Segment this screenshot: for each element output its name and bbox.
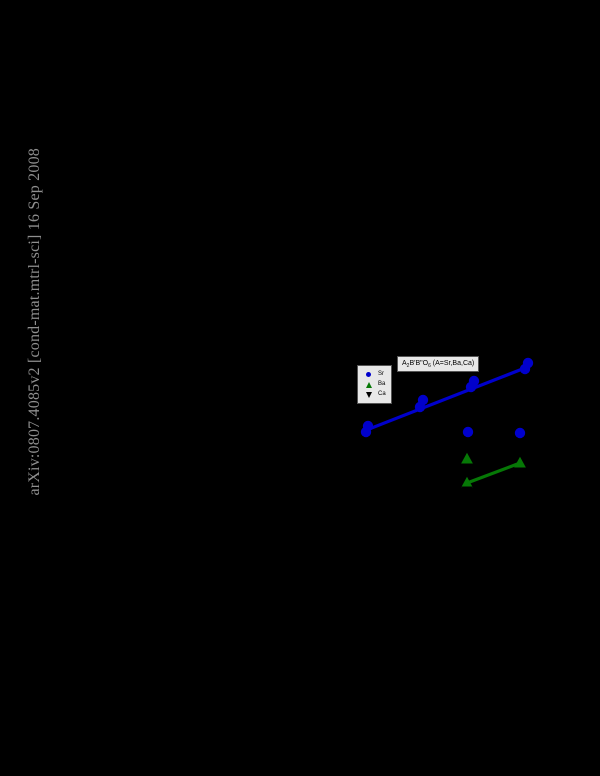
data-point xyxy=(362,420,374,432)
data-point xyxy=(514,456,526,468)
legend-label-sr: Sr xyxy=(378,371,384,377)
formula-prefix: A xyxy=(402,360,407,367)
data-point xyxy=(417,394,429,406)
arxiv-identifier-text: arXiv:0807.4085v2 [cond-mat.mtrl-sci] 16… xyxy=(26,148,43,496)
series-ca xyxy=(461,468,526,498)
legend-item-ca: Ca xyxy=(362,390,386,399)
data-point xyxy=(461,486,473,498)
formula-middle: B'B"O xyxy=(409,360,429,367)
data-point xyxy=(461,452,473,464)
chart-legend: Sr Ba Ca xyxy=(357,365,392,404)
legend-item-ba: Ba xyxy=(362,380,386,389)
legend-label-ca: Ca xyxy=(378,391,386,397)
data-point xyxy=(514,427,526,439)
legend-label-ba: Ba xyxy=(378,381,386,387)
data-point xyxy=(468,375,480,387)
filled-triangle-down-icon xyxy=(362,390,375,399)
series-ba xyxy=(461,452,526,488)
formula-suffix: (A=Sr,Ba,Ca) xyxy=(430,360,475,367)
filled-triangle-up-icon xyxy=(362,380,375,389)
data-point xyxy=(522,357,534,369)
legend-item-sr: Sr xyxy=(362,370,386,379)
trend-line-ba xyxy=(465,461,522,485)
arxiv-identifier-stamp: arXiv:0807.4085v2 [cond-mat.mtrl-sci] 16… xyxy=(22,148,48,588)
formula-subscript-2: 2 xyxy=(406,362,410,369)
chart-title-box: A2B'B"O6 (A=Sr,Ba,Ca) xyxy=(397,356,480,372)
data-point xyxy=(514,468,526,480)
formula-subscript-6: 6 xyxy=(428,362,431,369)
trend-line-sr xyxy=(362,364,532,433)
chart-canvas xyxy=(360,357,534,498)
data-point xyxy=(461,476,473,488)
figure-plot-area: Sr Ba Ca A2B'B"O6 (A=Sr,Ba,Ca) xyxy=(340,340,560,530)
data-point xyxy=(462,426,474,438)
filled-circle-icon xyxy=(362,370,375,379)
series-sr xyxy=(360,357,534,439)
